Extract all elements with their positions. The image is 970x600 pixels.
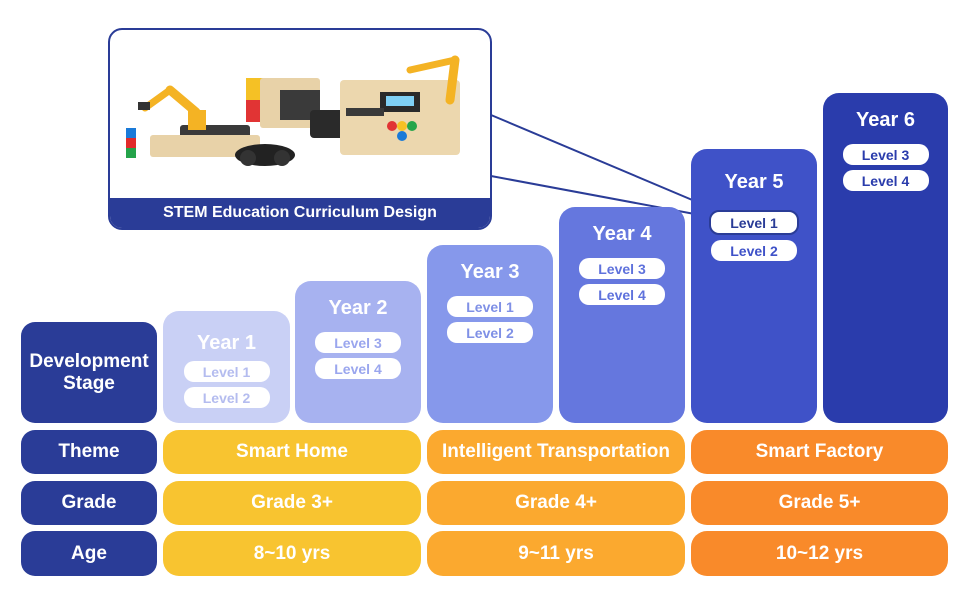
year-title: Year 3 xyxy=(460,261,520,283)
year-2-column: Year 2 Level 3 Level 4 xyxy=(295,281,421,423)
level-pill: Level 2 xyxy=(711,240,797,261)
age-1: 8~10 yrs xyxy=(163,531,421,576)
level-pill: Level 4 xyxy=(315,358,401,379)
age-2: 9~11 yrs xyxy=(427,531,685,576)
label-theme: Theme xyxy=(21,430,157,474)
level-pill: Level 1 xyxy=(183,361,270,382)
year-title: Year 2 xyxy=(328,297,388,319)
year-title: Year 6 xyxy=(856,109,915,131)
year-title: Year 4 xyxy=(592,223,652,245)
year-title: Year 1 xyxy=(197,332,256,354)
level-pill: Level 2 xyxy=(183,387,270,408)
level-pill: Level 1 xyxy=(447,296,533,317)
callout-caption: STEM Education Curriculum Design xyxy=(110,198,490,228)
level-pill: Level 3 xyxy=(842,144,929,165)
level-pill: Level 1 xyxy=(709,210,799,235)
theme-smart-home: Smart Home xyxy=(163,430,421,474)
level-pill: Level 4 xyxy=(842,170,929,191)
label-age: Age xyxy=(21,531,157,576)
year-title: Year 5 xyxy=(724,171,784,193)
level-pill: Level 2 xyxy=(447,322,533,343)
level-pill: Level 3 xyxy=(315,332,401,353)
year-5-column: Year 5 Level 1 Level 2 xyxy=(691,149,817,423)
age-3: 10~12 yrs xyxy=(691,531,948,576)
robot-kits-illustration xyxy=(126,55,460,166)
theme-intelligent-transportation: Intelligent Transportation xyxy=(427,430,685,474)
year-1-column: Year 1 Level 1 Level 2 xyxy=(163,311,290,423)
theme-smart-factory: Smart Factory xyxy=(691,430,948,474)
year-3-column: Year 3 Level 1 Level 2 xyxy=(427,245,553,423)
year-4-column: Year 4 Level 3 Level 4 xyxy=(559,207,685,423)
callout-panel: STEM Education Curriculum Design xyxy=(108,28,492,230)
label-grade: Grade xyxy=(21,481,157,525)
grade-3: Grade 5+ xyxy=(691,481,948,525)
year-6-column: Year 6 Level 3 Level 4 xyxy=(823,93,948,423)
label-development-stage: Development Stage xyxy=(21,322,157,423)
grade-1: Grade 3+ xyxy=(163,481,421,525)
level-pill: Level 3 xyxy=(579,258,665,279)
level-pill: Level 4 xyxy=(579,284,665,305)
grade-2: Grade 4+ xyxy=(427,481,685,525)
